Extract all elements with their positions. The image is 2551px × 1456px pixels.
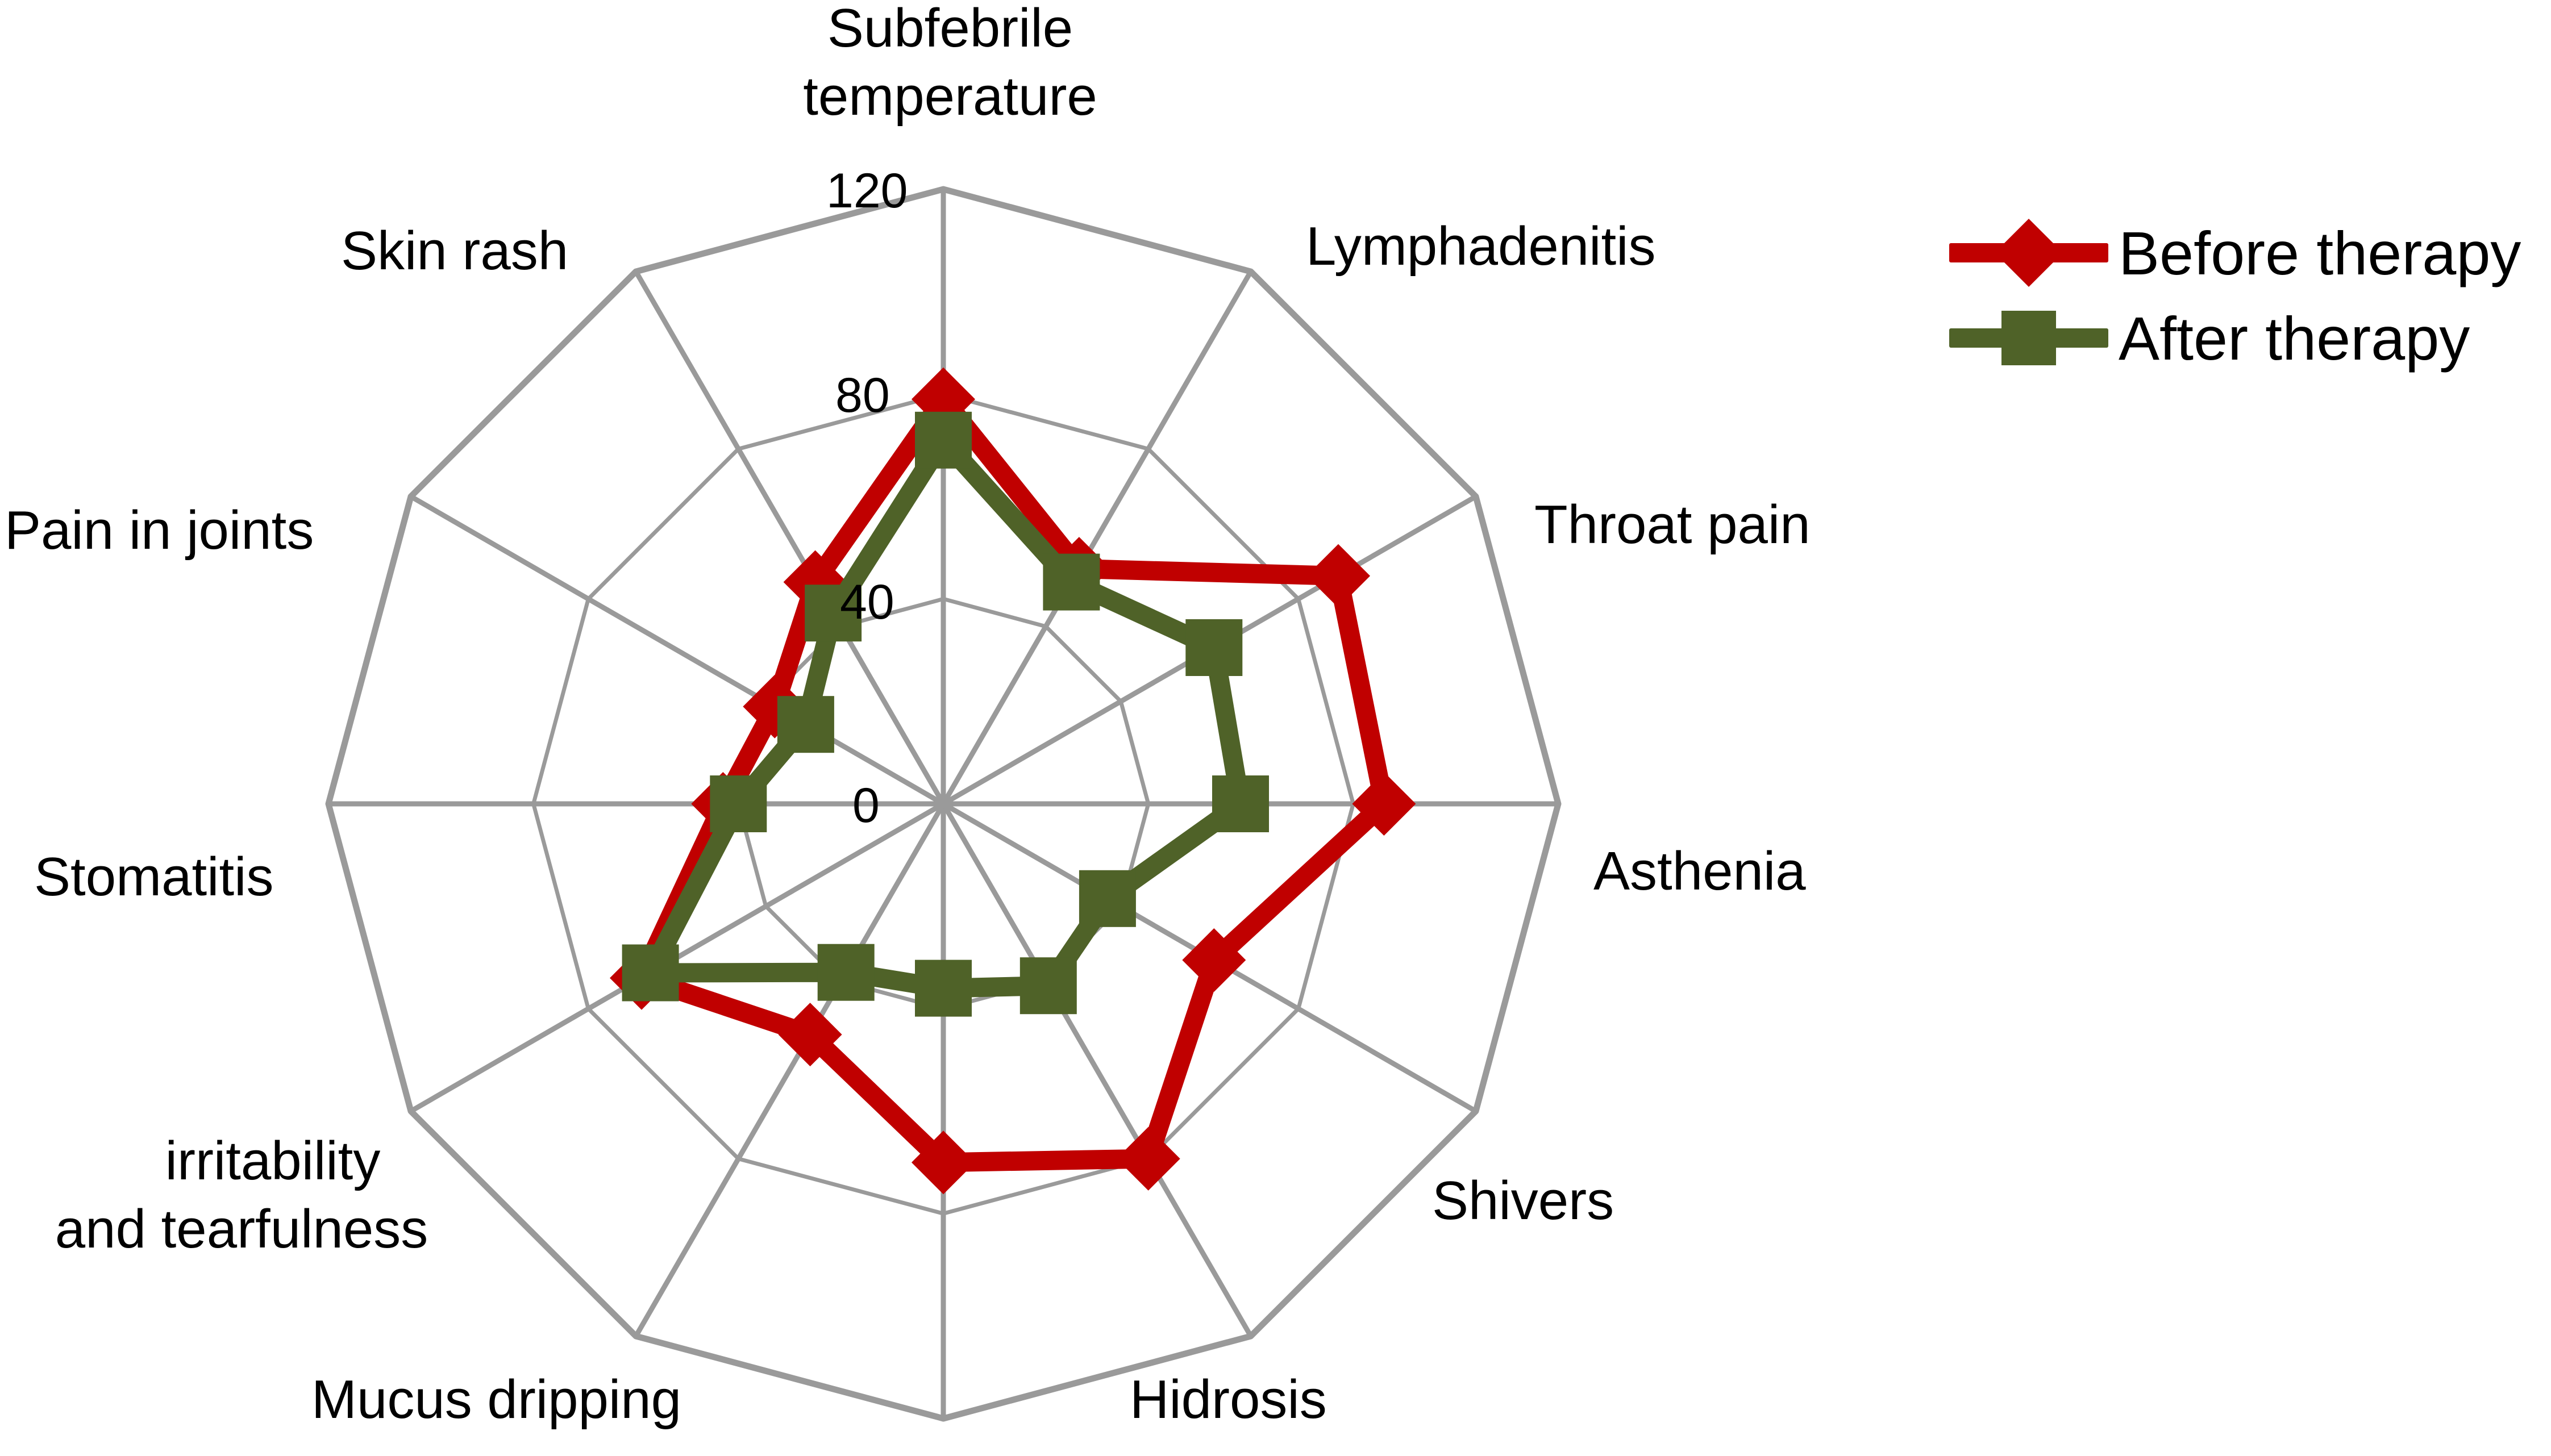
legend-label-before: Before therapy — [2119, 218, 2521, 287]
tick-label-120: 120 — [826, 164, 908, 218]
category-label-pain-in-joints: Pain in joints — [5, 500, 314, 561]
category-label-asthenia: Asthenia — [1593, 841, 1806, 902]
category-label-stomatitis: Stomatitis — [34, 846, 274, 907]
square-icon — [2001, 311, 2056, 365]
category-label-mucus-dripping: Mucus dripping — [311, 1369, 681, 1430]
category-label-irritability-line1: irritability — [165, 1130, 381, 1191]
legend-item-after-therapy[interactable]: After therapy — [1949, 295, 2521, 381]
tick-label-40: 40 — [840, 575, 894, 629]
radar-series-layer — [610, 367, 1416, 1195]
category-label-subfebrile-line1: Subfebrile — [827, 0, 1073, 59]
category-label-skin-rash: Skin rash — [341, 220, 569, 281]
chart-legend: Before therapy After therapy — [1949, 210, 2521, 381]
legend-label-after: After therapy — [2119, 303, 2470, 373]
category-label-throat-pain: Throat pain — [1534, 494, 1811, 555]
category-label-hidrosis: Hidrosis — [1130, 1369, 1327, 1430]
legend-marker-before — [1949, 219, 2108, 287]
category-label-shivers: Shivers — [1432, 1170, 1614, 1231]
category-label-subfebrile-line2: temperature — [803, 66, 1097, 127]
legend-item-before-therapy[interactable]: Before therapy — [1949, 210, 2521, 295]
tick-label-80: 80 — [835, 368, 890, 423]
category-label-irritability-line2: and tearfulness — [55, 1199, 428, 1259]
diamond-icon — [1995, 219, 2063, 287]
category-label-lymphadenitis: Lymphadenitis — [1306, 216, 1656, 277]
legend-marker-after — [1949, 311, 2108, 365]
tick-label-0: 0 — [852, 778, 880, 833]
